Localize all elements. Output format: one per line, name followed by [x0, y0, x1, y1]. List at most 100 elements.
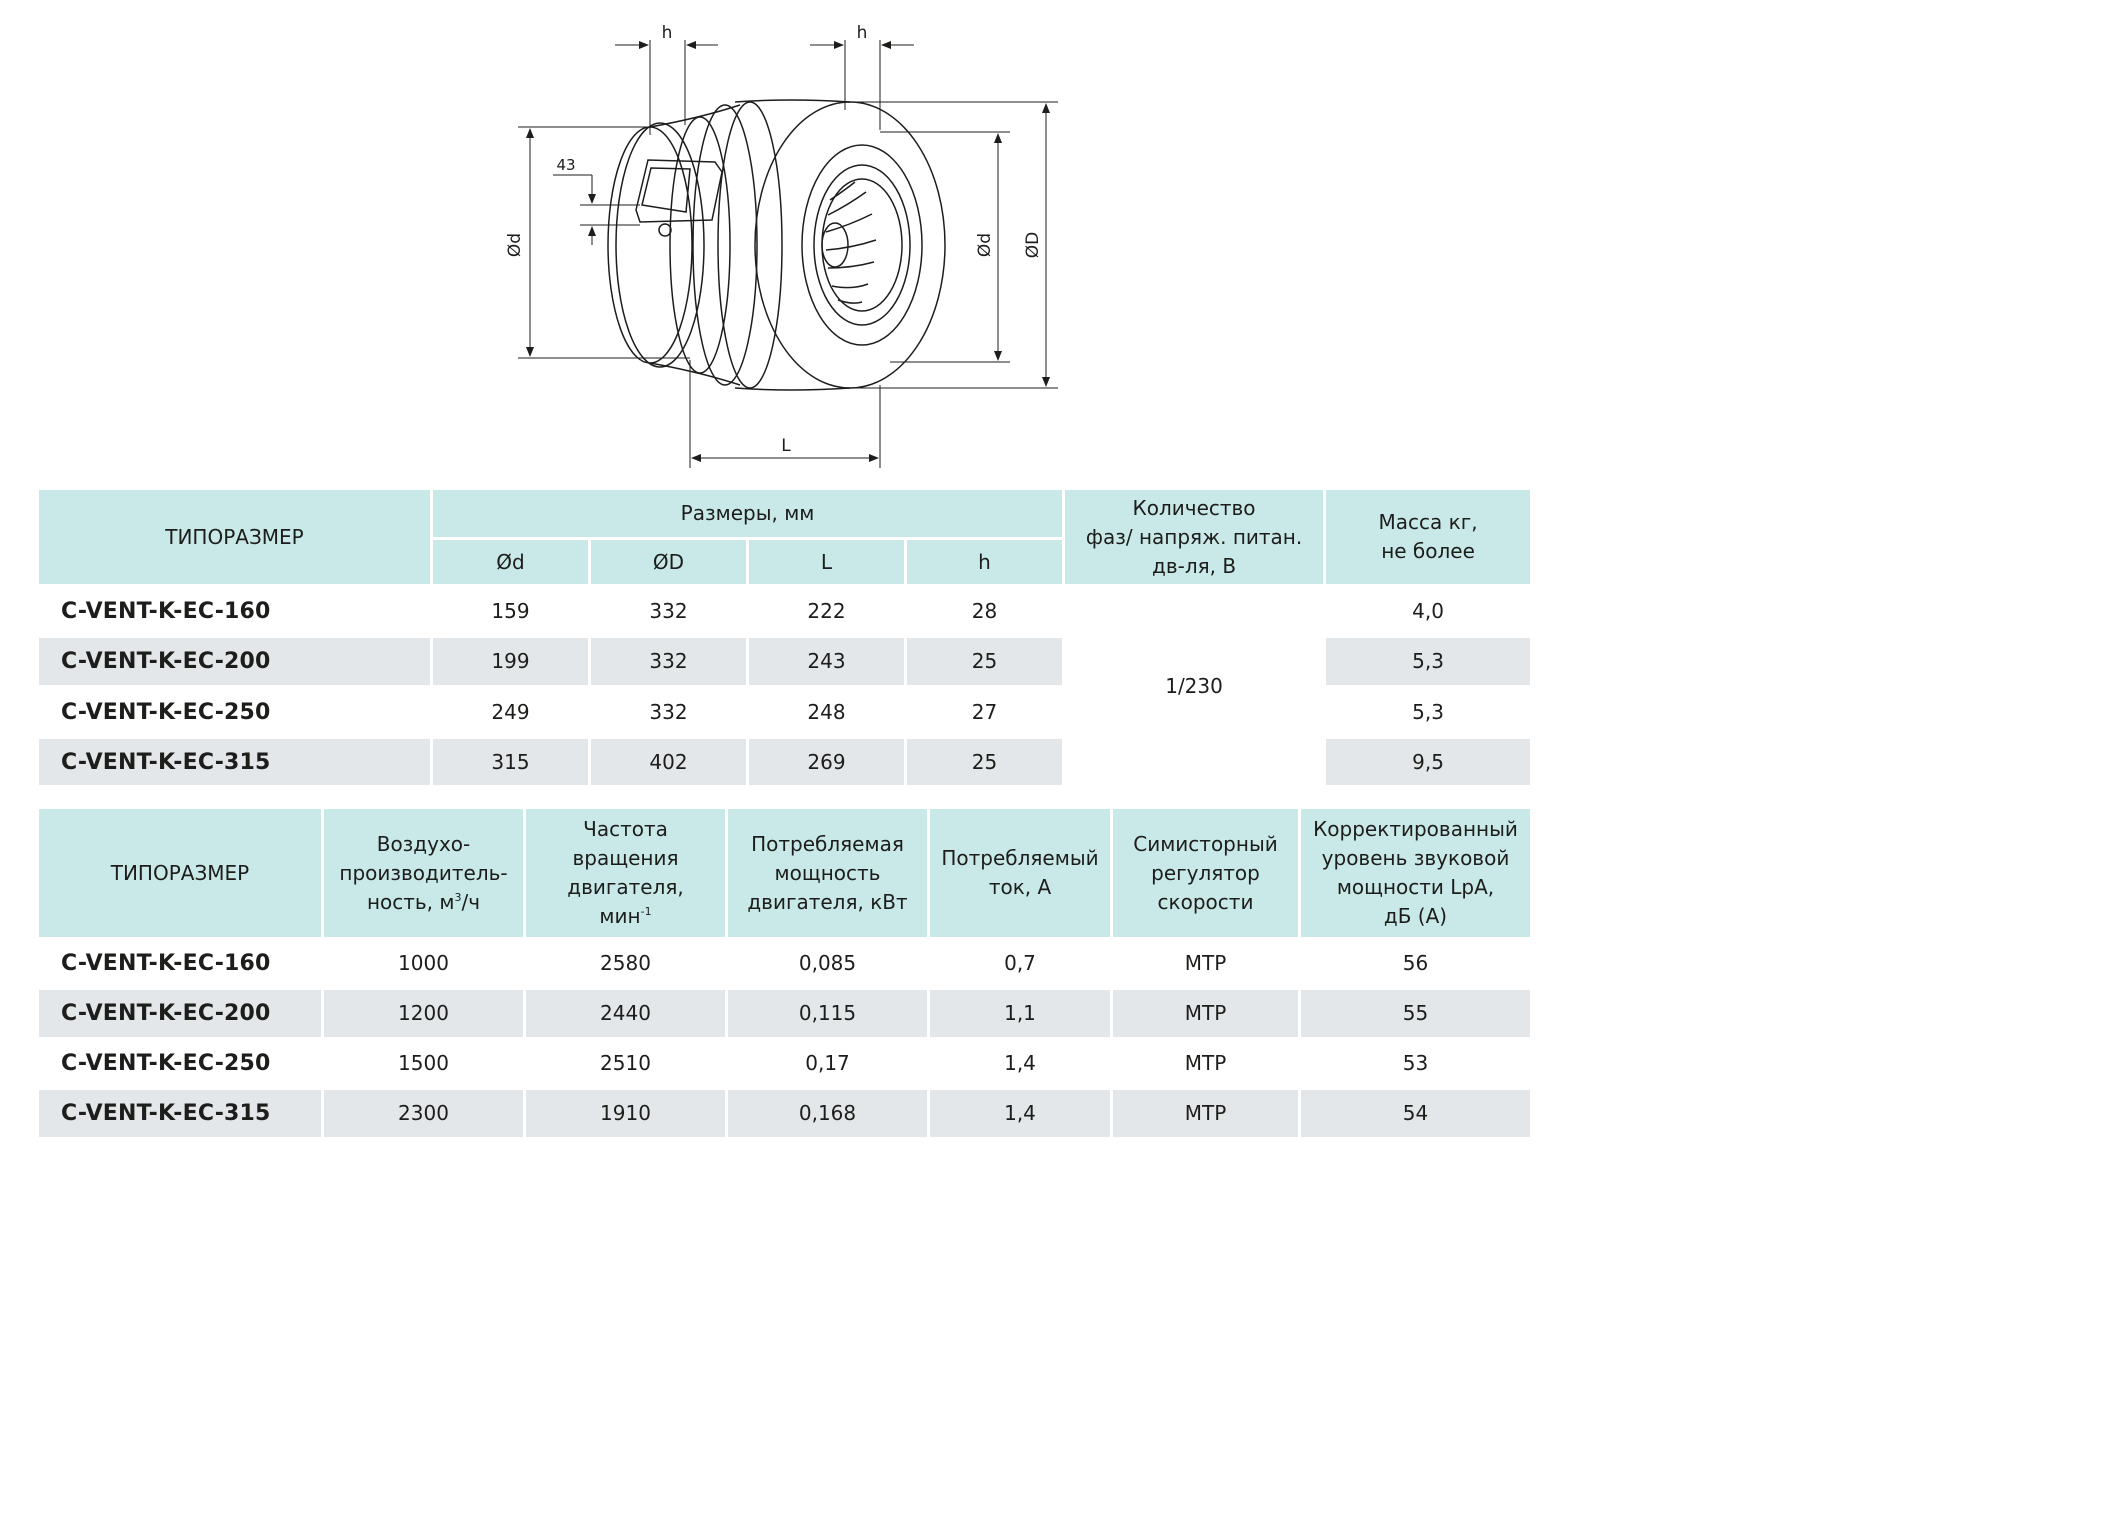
header-regulator: Симисторный регулятор скорости — [1110, 806, 1301, 940]
header-speed: Частота вращения двигателя, мин-1 — [523, 806, 728, 940]
model-cell: C-VENT-K-EC-315 — [36, 1087, 324, 1140]
regulator-cell: MTP — [1110, 1087, 1301, 1140]
sound-cell: 55 — [1298, 987, 1533, 1040]
header-row: ТИПОРАЗМЕР Воздухо- производитель- ность… — [36, 806, 1533, 940]
header-phases: Количество фаз/ напряж. питан. дв-ля, В — [1062, 487, 1327, 587]
D-cell: 402 — [588, 736, 749, 788]
header-sound-line2: уровень звуковой — [1321, 846, 1510, 870]
h-right-label: h — [857, 23, 868, 43]
performance-table: ТИПОРАЗМЕР Воздухо- производитель- ность… — [36, 806, 1533, 1140]
header-current-line2: ток, А — [988, 875, 1052, 899]
table-row: C-VENT-K-EC-315 2300 1910 0,168 1,4 MTP … — [36, 1087, 1533, 1140]
header-row: ТИПОРАЗМЕР Размеры, мм Количество фаз/ н… — [36, 487, 1534, 587]
header-current: Потребляемый ток, А — [927, 806, 1113, 940]
d-cell: 159 — [430, 584, 591, 638]
model-cell: C-VENT-K-EC-200 — [36, 635, 433, 688]
current-cell: 1,4 — [927, 1037, 1113, 1090]
header-sound: Корректированный уровень звуковой мощнос… — [1298, 806, 1533, 940]
header-speed-sup: -1 — [640, 905, 652, 918]
header-speed-line1: Частота — [583, 817, 668, 841]
dim-43-label: 43 — [556, 156, 575, 174]
fan-body — [607, 99, 946, 391]
header-airflow: Воздухо- производитель- ность, м3/ч — [321, 806, 526, 940]
D-label: ØD — [1023, 232, 1043, 258]
model-cell: C-VENT-K-EC-250 — [36, 1037, 324, 1090]
header-power-line2: мощность — [774, 860, 881, 885]
header-mass-line1: Масса кг, — [1378, 510, 1478, 534]
power-cell: 0,085 — [725, 937, 930, 990]
header-regulator-line2: регулятор — [1151, 860, 1260, 885]
table-row: C-VENT-K-EC-200 1200 2440 0,115 1,1 MTP … — [36, 987, 1533, 1040]
current-cell: 1,4 — [927, 1087, 1113, 1140]
header-sound-line4: дБ (А) — [1383, 904, 1448, 928]
current-cell: 0,7 — [927, 937, 1113, 990]
sound-cell: 54 — [1298, 1087, 1533, 1140]
header-sound-line1: Корректированный — [1313, 817, 1518, 841]
header-phases-line2: фаз/ напряж. питан. — [1085, 524, 1303, 549]
speed-cell: 1910 — [523, 1087, 728, 1140]
h-cell: 27 — [903, 685, 1066, 739]
header-d: Ød — [430, 537, 591, 587]
table-row: C-VENT-K-EC-160 1000 2580 0,085 0,7 MTP … — [36, 937, 1533, 990]
D-cell: 332 — [588, 584, 749, 638]
current-cell: 1,1 — [927, 987, 1113, 1040]
sound-cell: 53 — [1298, 1037, 1533, 1090]
L-cell: 243 — [746, 635, 907, 688]
model-cell: C-VENT-K-EC-200 — [36, 987, 324, 1040]
regulator-cell: MTP — [1110, 937, 1301, 990]
header-dimensions: Размеры, мм — [429, 487, 1066, 540]
D-cell: 332 — [588, 685, 749, 739]
voltage-cell: 1/230 — [1062, 584, 1327, 788]
d-right-label: Ød — [975, 233, 995, 257]
header-mass-line2: не более — [1381, 539, 1475, 563]
airflow-cell: 2300 — [321, 1087, 526, 1140]
airflow-cell: 1000 — [321, 937, 526, 990]
mass-cell: 4,0 — [1323, 584, 1534, 638]
table-row: C-VENT-K-EC-315 315 402 269 25 9,5 — [36, 736, 1534, 788]
table-row: C-VENT-K-EC-250 249 332 248 27 5,3 — [36, 685, 1534, 739]
header-regulator-line1: Симисторный — [1133, 831, 1278, 856]
model-cell: C-VENT-K-EC-250 — [36, 685, 433, 739]
model-cell: C-VENT-K-EC-160 — [36, 937, 324, 990]
D-cell: 332 — [588, 635, 749, 688]
mass-cell: 5,3 — [1323, 635, 1534, 688]
fan-drawing-svg: h h 43 Ød Ød ØD L — [505, 23, 1058, 468]
header-model: ТИПОРАЗМЕР — [36, 806, 324, 940]
h-left-label: h — [662, 23, 673, 43]
airflow-cell: 1200 — [321, 987, 526, 1040]
airflow-cell: 1500 — [321, 1037, 526, 1090]
model-cell: C-VENT-K-EC-315 — [36, 736, 433, 788]
header-L: L — [746, 537, 907, 587]
L-cell: 248 — [746, 685, 907, 739]
regulator-cell: MTP — [1110, 1037, 1301, 1090]
header-power-line3: двигателя, кВт — [747, 889, 908, 914]
header-power: Потребляемая мощность двигателя, кВт — [725, 806, 930, 940]
header-regulator-line3: скорости — [1157, 889, 1254, 914]
d-cell: 315 — [430, 736, 591, 788]
dimensions-table: ТИПОРАЗМЕР Размеры, мм Количество фаз/ н… — [36, 487, 1534, 788]
mass-cell: 5,3 — [1323, 685, 1534, 739]
header-D: ØD — [588, 537, 749, 587]
d-left-label: Ød — [505, 233, 525, 257]
h-cell: 25 — [903, 736, 1066, 788]
mass-cell: 9,5 — [1323, 736, 1534, 788]
regulator-cell: MTP — [1110, 987, 1301, 1040]
header-mass: Масса кг, не более — [1323, 487, 1534, 587]
header-speed-line3: двигателя, — [567, 875, 684, 899]
speed-cell: 2580 — [523, 937, 728, 990]
table-row: C-VENT-K-EC-160 159 332 222 28 1/230 4,0 — [36, 584, 1534, 788]
dimension-lines — [518, 40, 1058, 468]
header-airflow-line3: ность, м — [366, 889, 455, 914]
header-h: h — [903, 537, 1066, 587]
speed-cell: 2510 — [523, 1037, 728, 1090]
L-label: L — [781, 436, 791, 456]
L-cell: 222 — [746, 584, 907, 638]
power-cell: 0,168 — [725, 1087, 930, 1140]
speed-cell: 2440 — [523, 987, 728, 1040]
L-cell: 269 — [746, 736, 907, 788]
header-current-line1: Потребляемый — [941, 846, 1099, 870]
sound-cell: 56 — [1298, 937, 1533, 990]
table-row: C-VENT-K-EC-250 1500 2510 0,17 1,4 MTP 5… — [36, 1037, 1533, 1090]
header-speed-line2: вращения — [572, 846, 679, 870]
header-airflow-line1: Воздухо- — [376, 831, 471, 856]
